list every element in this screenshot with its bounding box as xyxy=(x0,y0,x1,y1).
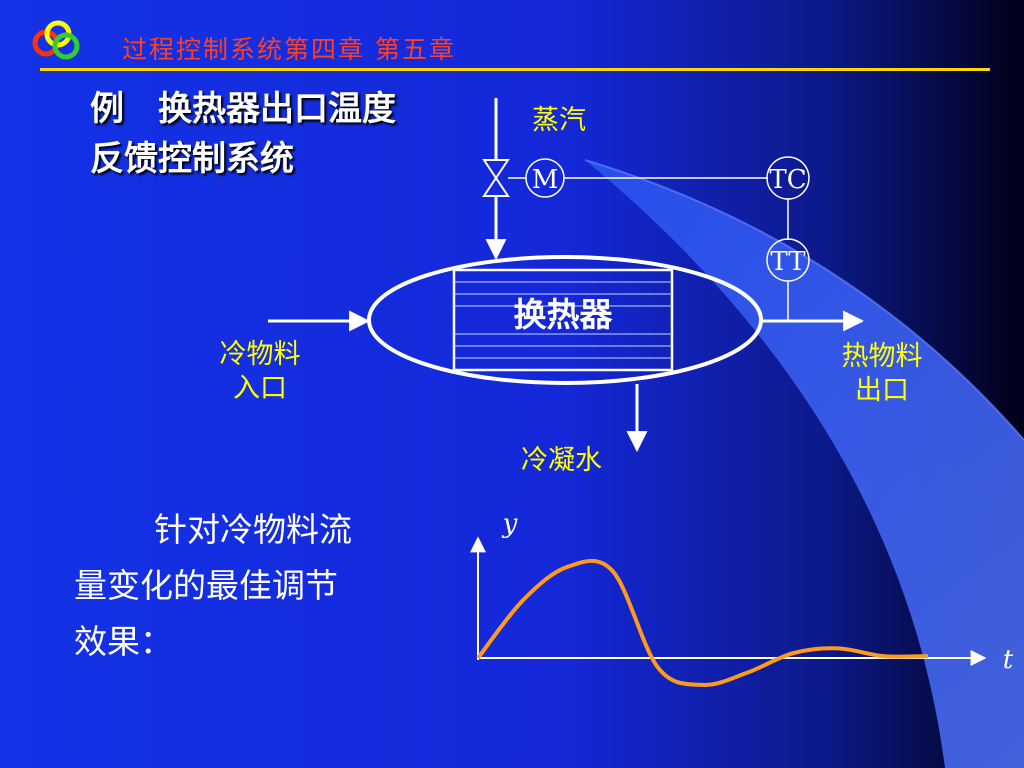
tube-bundle xyxy=(452,268,674,372)
condensate-label: 冷凝水 xyxy=(521,445,602,476)
cold-inlet-label-line1: 冷物料 xyxy=(219,339,301,370)
transmitter-label: TT xyxy=(770,247,806,277)
slide-title: 例 换热器出口温度反馈控制系统 xyxy=(90,89,396,179)
cold-inlet-label: 冷物料 入口 xyxy=(198,338,322,406)
chart-ylabel: y xyxy=(502,509,518,539)
hot-outlet-label: 热物料 出口 xyxy=(820,340,944,408)
motor-label: M xyxy=(532,165,559,195)
exchanger-label: 换热器 xyxy=(514,295,614,334)
cold-inlet-label-line2: 入口 xyxy=(233,373,287,404)
hot-outlet-label-line2: 出口 xyxy=(855,375,909,406)
header-title: 过程控制系统第四章 第五章 xyxy=(122,35,456,64)
chart-series-line xyxy=(476,558,929,687)
steam-label: 蒸汽 xyxy=(532,105,586,136)
tube-lines xyxy=(454,281,672,359)
chart-xlabel: t xyxy=(1003,645,1014,675)
chart-points xyxy=(478,567,928,685)
heat-exchanger-diagram: M TC TT 换热器 xyxy=(349,159,865,453)
control-valve-icon xyxy=(482,159,510,197)
hot-outlet-label-line1: 热物料 xyxy=(841,341,923,372)
header-rule xyxy=(40,68,990,71)
controller-label: TC xyxy=(769,165,806,195)
three-rings-logo-icon xyxy=(32,20,80,60)
slide-description: 针对冷物料流量变化的最佳调节效果： xyxy=(74,510,352,661)
